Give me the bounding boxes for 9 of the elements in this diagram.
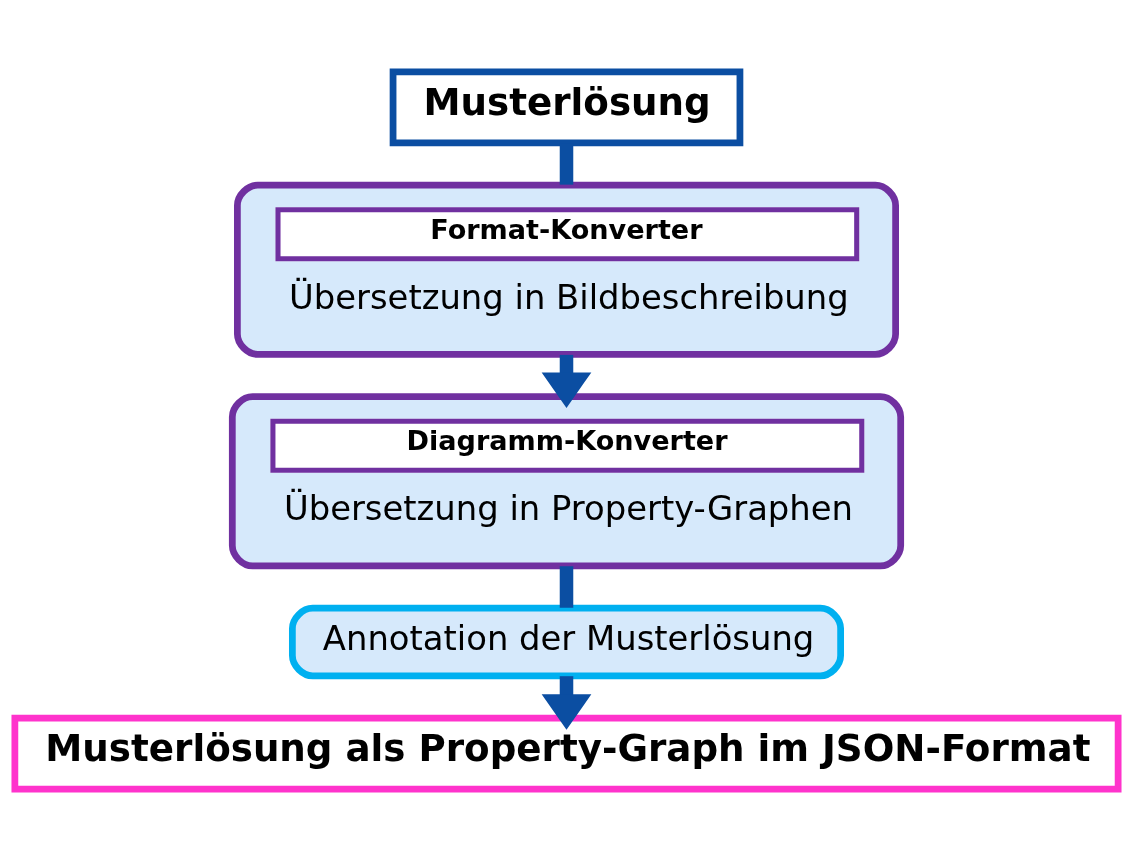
- arrow: [541, 675, 592, 730]
- node-box: Format-Konverter Übersetzung in Bildbeschreibung: [234, 181, 899, 358]
- arrow: [541, 354, 592, 408]
- node-box: Musterlösung: [389, 67, 744, 146]
- node-box: Musterlösung als Property-Graph im JSON-Format: [11, 714, 1122, 793]
- node-box: Diagramm-Konverter Übersetzung in Property-Graphen: [228, 392, 905, 569]
- connector: [559, 143, 574, 185]
- node-box: Annotation der Musterlösung: [289, 604, 844, 679]
- connector: [559, 565, 574, 608]
